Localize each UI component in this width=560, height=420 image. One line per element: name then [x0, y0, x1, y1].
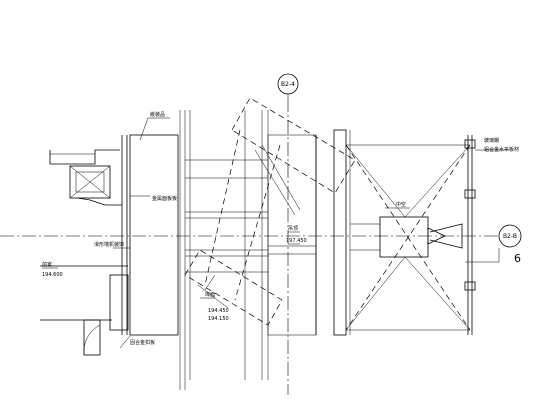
label-metal-panel: 金属面板板: [152, 195, 177, 202]
big-number: 6: [514, 252, 521, 265]
label-center-void: 中空: [396, 201, 406, 208]
left-lower-wall: [40, 265, 129, 356]
label-bottom-elevation-2: 194.150: [208, 316, 229, 322]
duct-box: [69, 165, 111, 199]
axis-tag-top: B2-4: [281, 81, 295, 88]
column-grid-lines: [189, 98, 289, 395]
label-foyer-elevation: 194.600: [42, 272, 63, 278]
label-bottom-elevation-1: 194.450: [208, 308, 229, 314]
label-bottom-left: 固合金扣板: [130, 339, 155, 346]
label-upper-plate: 嵌装品: [150, 111, 165, 118]
left-slab: [49, 149, 122, 206]
center-hatched-box: [379, 216, 429, 258]
axis-bubble-right: B2-B 6: [465, 224, 522, 265]
label-foyer: 前室: [42, 261, 52, 268]
axis-bubble-top: B2-4: [277, 73, 299, 98]
axis-tag-right: B2-B: [503, 233, 517, 240]
right-wall: [333, 129, 351, 336]
leader-lines: [42, 117, 510, 349]
label-right-alloy: 铝合金水平板材: [484, 146, 519, 153]
insulated-wall-column: [121, 110, 186, 390]
rotated-louver-panel: [184, 97, 356, 326]
horizontal-beams: [185, 159, 316, 273]
label-bottom-mid: 库面: [205, 291, 215, 298]
door: [83, 319, 101, 356]
label-right-glass: 玻璃棚: [484, 137, 499, 144]
center-void-assembly: [345, 144, 471, 331]
glazing-grid-panel: [267, 134, 317, 336]
label-ceiling: 吊顶: [288, 226, 298, 232]
label-curtain-wall: 滑形墙机装饰: [94, 241, 124, 248]
label-ceiling-elevation: 197.450: [286, 238, 307, 244]
right-mullion: [464, 135, 476, 335]
